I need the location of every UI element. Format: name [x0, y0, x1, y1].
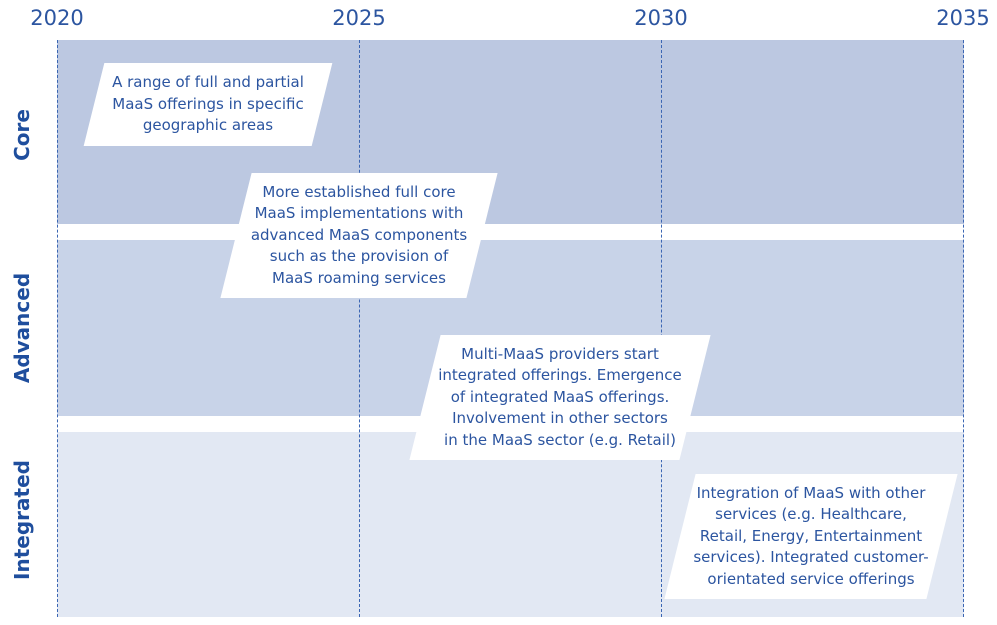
year-2020: 2020	[30, 6, 84, 30]
note-text-3: Multi-MaaS providers start integrated of…	[438, 344, 682, 449]
year-line-2025	[359, 40, 360, 617]
year-2030: 2030	[634, 6, 688, 30]
note-text-2: More established full core MaaS implemen…	[250, 182, 468, 287]
year-line-2030	[661, 40, 662, 617]
year-2035: 2035	[936, 6, 990, 30]
row-label-integrated: Integrated	[10, 460, 34, 580]
row-label-core: Core	[10, 109, 34, 161]
year-line-2020	[57, 40, 58, 617]
year-line-2035	[963, 40, 964, 617]
note-text-1: A range of full and partial MaaS offerin…	[112, 73, 304, 135]
year-2025: 2025	[332, 6, 386, 30]
note-text-4: Integration of MaaS with other services …	[693, 483, 929, 588]
row-label-advanced: Advanced	[10, 272, 34, 384]
